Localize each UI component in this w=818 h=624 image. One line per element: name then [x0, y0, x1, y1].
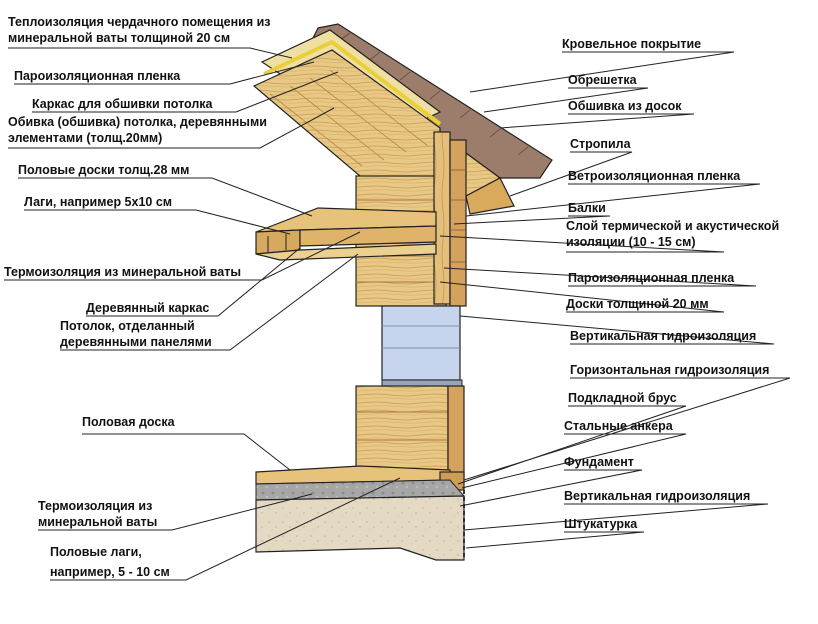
foundation-block [255, 495, 465, 561]
vertical-waterproofing-section [381, 305, 463, 387]
label-vapor-film-left: Пароизоляционная пленка [14, 69, 181, 83]
label-vertical-waterproofing-2: Вертикальная гидроизоляция [564, 489, 751, 503]
label-board-sheathing: Обшивка из досок [568, 99, 682, 113]
leader-foundation [459, 469, 643, 507]
intermediate-floor [255, 207, 437, 261]
rafter-end [465, 177, 515, 215]
label-ceiling-panels: Потолок, отделанный деревянными панелями [60, 319, 212, 349]
leader-lines [4, 47, 791, 581]
leader-board-sheathing [499, 113, 695, 129]
outer-sheathing [449, 139, 467, 307]
ceiling-panels-below [255, 243, 437, 261]
leader-rafters [509, 151, 633, 197]
label-battens: Обрешетка [568, 73, 637, 87]
vapor-film-line [263, 39, 442, 126]
leader-joists-5x10 [24, 209, 291, 235]
leader-attic-insulation [8, 47, 293, 59]
leader-wood-frame [86, 247, 301, 317]
label-roofing: Кровельное покрытие [562, 37, 702, 51]
leader-mineral-wool-2 [38, 493, 313, 531]
leader-steel-anchors [461, 433, 687, 489]
leader-wind-film [465, 183, 761, 217]
leader-sill-beam [457, 405, 687, 485]
label-foundation: Фундамент [564, 455, 634, 469]
leader-vertical-waterproofing-1 [459, 315, 775, 345]
leader-ceiling-lining [8, 107, 335, 149]
label-mineral-wool-2: Термоизоляция из минеральной ваты [38, 499, 158, 529]
leader-floor-board [82, 433, 291, 471]
label-floor-board: Половая доска [82, 415, 175, 429]
label-thermo-acoustic: Слой термической и акустической изоляции… [566, 219, 780, 249]
lower-wall [355, 385, 465, 479]
label-ceiling-lining: Обивка (обшивка) потолка, деревянными эл… [8, 115, 267, 145]
leader-vapor-film-left [14, 61, 315, 85]
label-plaster: Штукатурка [564, 517, 638, 531]
label-beams: Балки [568, 201, 606, 215]
label-horizontal-waterproofing: Горизонтальная гидроизоляция [570, 363, 770, 377]
label-mineral-wool-1: Термоизоляция из минеральной ваты [4, 265, 242, 279]
leader-floor-joists [50, 477, 401, 581]
label-vertical-waterproofing-1: Вертикальная гидроизоляция [570, 329, 757, 343]
leader-ceiling-frame [32, 71, 339, 113]
label-vapor-film-right: Пароизоляционная пленка [568, 271, 735, 285]
label-wood-frame: Деревянный каркас [86, 301, 210, 315]
leader-horizontal-waterproofing [463, 377, 791, 481]
label-attic-insulation: Теплоизоляция чердачного помещения из ми… [8, 15, 271, 45]
label-steel-anchors: Стальные анкера [564, 419, 673, 433]
floor-frame [299, 225, 437, 247]
leader-boards-20 [439, 281, 725, 313]
leader-vertical-waterproofing-2 [463, 503, 769, 531]
label-floor-boards-28: Половые доски толщ.28 мм [18, 163, 190, 177]
leader-thermo-acoustic [439, 235, 725, 253]
leader-beams [453, 215, 611, 225]
leader-roofing [469, 51, 735, 93]
leader-ceiling-panels [60, 253, 359, 351]
label-boards-20: Доски толщиной 20 мм [566, 297, 709, 311]
label-floor-joists: Половые лаги, например, 5 - 10 см [50, 545, 170, 579]
leader-battens [483, 87, 649, 113]
label-rafters: Стропила [570, 137, 631, 151]
label-wind-film: Ветроизоляционная пленка [568, 169, 741, 183]
leader-floor-boards-28 [18, 177, 313, 217]
label-joists-5x10: Лаги, например 5х10 см [24, 195, 173, 209]
leader-plaster [465, 531, 645, 549]
leader-vapor-film-right [443, 267, 757, 287]
label-sill-beam: Подкладной брус [568, 391, 677, 405]
label-ceiling-frame: Каркас для обшивки потолка [32, 97, 213, 111]
ground-floor [255, 465, 466, 561]
